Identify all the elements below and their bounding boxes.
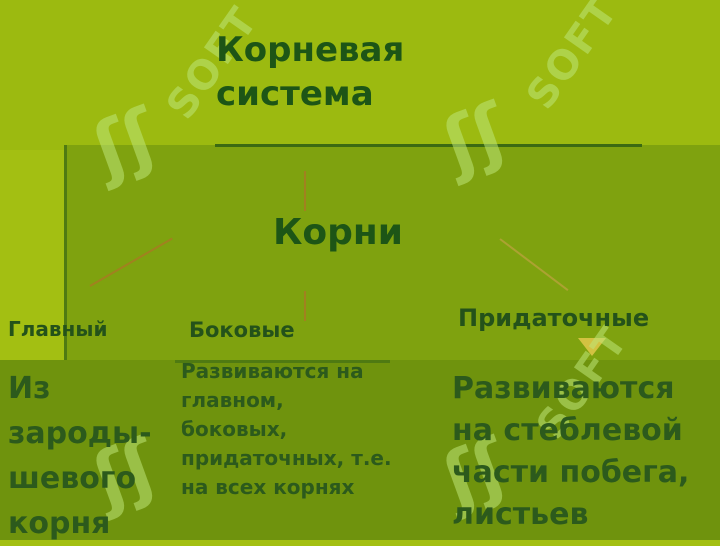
connector-roots-to-lateral bbox=[304, 291, 306, 321]
branch-description-adventitious: Развиваются на стеблевой части побега, л… bbox=[452, 371, 690, 532]
top-background bbox=[0, 0, 720, 150]
diagram-panel bbox=[66, 145, 720, 360]
slide-title: Корневая система bbox=[216, 30, 405, 114]
branch-description-lateral: Развиваются на главном, боковых, придато… bbox=[181, 359, 392, 499]
panel-left-border bbox=[64, 145, 67, 360]
branch-heading-lateral: Боковые bbox=[189, 318, 295, 342]
title-underline bbox=[215, 144, 642, 147]
center-label: Корни bbox=[273, 212, 404, 253]
branch-description-main: Из зароды- шевого корня bbox=[8, 371, 152, 541]
lateral-underline bbox=[175, 360, 390, 363]
branch-heading-main: Главный bbox=[8, 317, 108, 341]
branch-heading-adventitious: Придаточные bbox=[458, 304, 650, 332]
arrow-down-icon bbox=[578, 338, 606, 356]
descriptions-panel bbox=[0, 360, 720, 540]
connector-title-to-roots bbox=[304, 171, 306, 211]
